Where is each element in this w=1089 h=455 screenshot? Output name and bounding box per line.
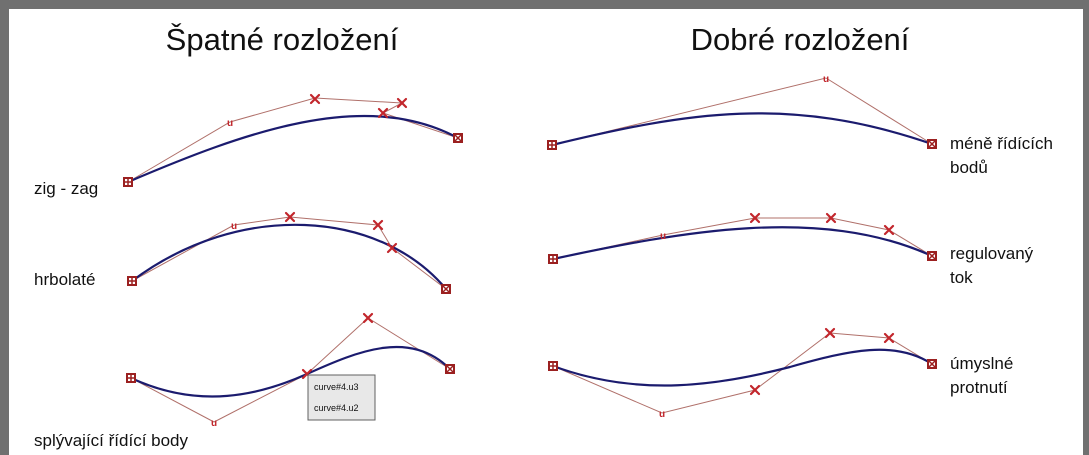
x-mark-icon	[284, 211, 296, 223]
bad-bumpy-example: u	[127, 211, 451, 294]
boxed-cross-icon	[547, 140, 557, 150]
x-mark-icon	[362, 312, 374, 324]
boxed-cross-icon	[123, 177, 133, 187]
x-mark-icon	[377, 107, 389, 119]
x-mark-icon	[883, 332, 895, 344]
control-polygon	[131, 216, 447, 290]
label-bumpy: hrbolaté	[34, 270, 95, 289]
boxed-cross-icon	[441, 284, 451, 294]
u-mark-icon: u	[227, 118, 233, 129]
control-polygon	[551, 77, 933, 146]
control-polygon	[552, 332, 933, 414]
label-regulated-line-1: regulovaný	[950, 244, 1034, 263]
u-mark-icon: u	[660, 231, 666, 242]
control-polygon	[552, 217, 933, 260]
label-merging: splývající řídící body	[34, 431, 189, 450]
x-mark-icon	[372, 219, 384, 231]
spline-curve	[129, 345, 452, 398]
boxed-cross-icon	[453, 133, 463, 143]
x-mark-icon	[396, 97, 408, 109]
u-mark-icon: u	[211, 418, 217, 429]
label-regulated-line-2: tok	[950, 268, 973, 287]
bad-zigzag-example: u	[123, 93, 463, 187]
label-zigzag: zig - zag	[34, 179, 98, 198]
u-mark-icon: u	[823, 74, 829, 85]
spline-curve	[551, 226, 934, 261]
u-mark-icon: u	[659, 409, 665, 420]
x-mark-icon	[749, 384, 761, 396]
x-mark-icon	[883, 224, 895, 236]
bad-merging-example: u	[126, 312, 455, 429]
label-intentional-line-2: protnutí	[950, 378, 1008, 397]
control-polygon	[127, 97, 459, 183]
label-fewer-line-2: bodů	[950, 158, 988, 177]
boxed-cross-icon	[927, 251, 937, 261]
boxed-cross-icon	[927, 359, 937, 369]
spline-curve	[551, 348, 934, 387]
boxed-cross-icon	[548, 361, 558, 371]
control-point-tooltip: curve#4.u3 curve#4.u2	[307, 374, 376, 421]
boxed-cross-icon	[126, 373, 136, 383]
good-regulated-example: u	[548, 212, 937, 264]
x-mark-icon	[309, 93, 321, 105]
boxed-cross-icon	[445, 364, 455, 374]
boxed-cross-icon	[127, 276, 137, 286]
boxed-cross-icon	[927, 139, 937, 149]
x-mark-icon	[824, 327, 836, 339]
u-mark-icon: u	[231, 221, 237, 232]
boxed-cross-icon	[548, 254, 558, 264]
spline-curve	[130, 223, 448, 291]
good-intentional-crossing-example: u	[548, 327, 937, 420]
tooltip-line-2: curve#4.u2	[314, 403, 359, 413]
tooltip-line-1: curve#4.u3	[314, 382, 359, 392]
label-fewer-line-1: méně řídících	[950, 134, 1053, 153]
good-fewer-points-example: u	[547, 74, 937, 150]
label-intentional-line-1: úmyslné	[950, 354, 1013, 373]
x-mark-icon	[825, 212, 837, 224]
heading-bad: Špatné rozložení	[166, 22, 399, 57]
x-mark-icon	[749, 212, 761, 224]
control-polygon	[130, 317, 451, 423]
spline-curve	[550, 112, 934, 147]
spline-curve	[126, 114, 460, 184]
heading-good: Dobré rozložení	[691, 22, 910, 57]
x-mark-icon	[386, 242, 398, 254]
